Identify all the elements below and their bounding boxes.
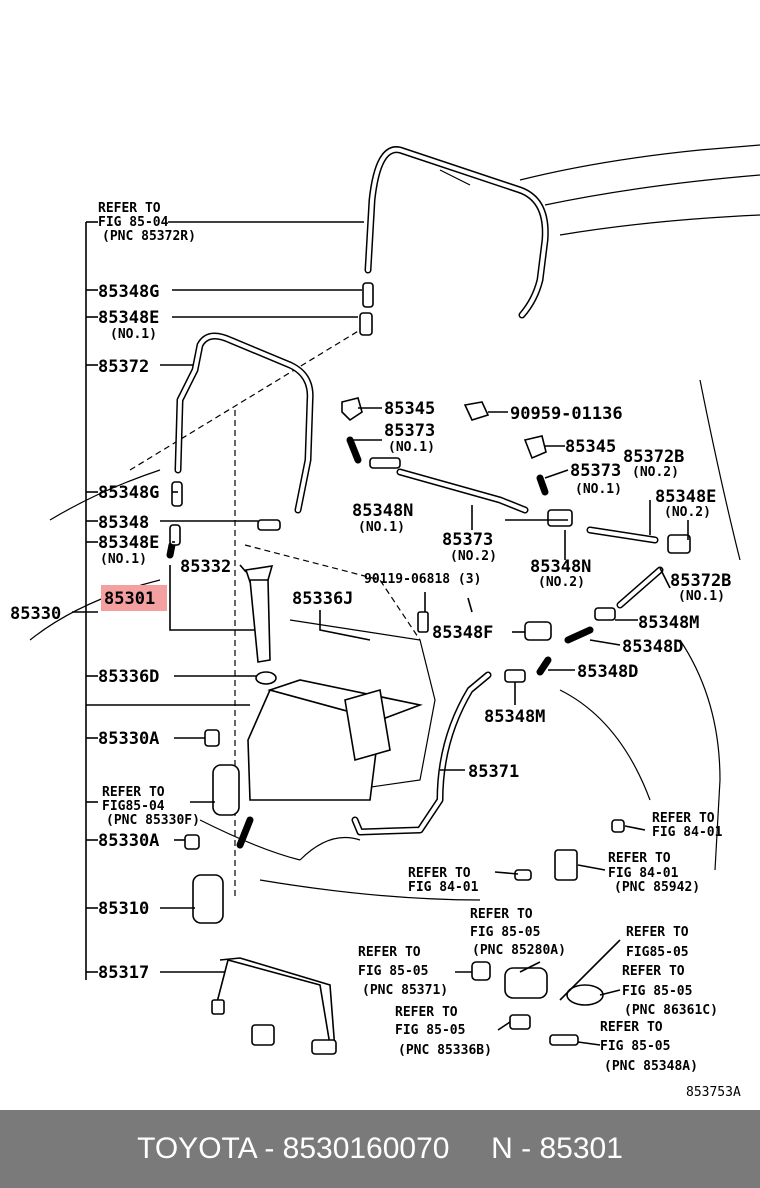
part-labels: REFER TO FIG 85-04 (PNC 85372R) 85348G 8… xyxy=(10,201,741,1100)
label-85373-a: 85373 xyxy=(384,421,435,441)
label-85348g-top: 85348G xyxy=(98,282,159,302)
label-85372b-top: 85372B xyxy=(623,447,684,467)
label-85330a-b: 85330A xyxy=(98,831,159,851)
refer9-line3: (PNC 86361C) xyxy=(624,1003,718,1018)
label-no2-a: (NO.2) xyxy=(632,465,679,480)
label-85348f: 85348F xyxy=(432,623,493,643)
leader-lines xyxy=(72,221,689,1046)
refer5-line2: FIG 84-01 xyxy=(608,866,679,881)
label-85348e-left: 85348E xyxy=(98,533,159,553)
label-no2-b: (NO.2) xyxy=(664,505,711,520)
footer-bar: TOYOTA - 8530160070 N - 85301 xyxy=(0,1110,760,1188)
refer2-line2: FIG85-04 xyxy=(102,799,165,814)
label-no2-d: (NO.2) xyxy=(538,575,585,590)
label-85348n-b: 85348N xyxy=(530,557,591,577)
refer7-line2: FIG85-05 xyxy=(626,945,689,960)
label-85310: 85310 xyxy=(98,899,149,919)
refer-fig8504-line2: FIG 85-04 xyxy=(98,215,169,230)
refer3-line2: FIG 84-01 xyxy=(652,825,723,840)
label-85348d-a: 85348D xyxy=(622,637,683,657)
label-85348d-b: 85348D xyxy=(577,662,638,682)
label-90119-06818: 90119-06818 (3) xyxy=(364,572,481,587)
label-85348m-a: 85348M xyxy=(638,613,699,633)
label-85330a-a: 85330A xyxy=(98,729,159,749)
refer10-line2: FIG 85-05 xyxy=(395,1023,465,1038)
label-no1-c: (NO.1) xyxy=(575,482,622,497)
label-85348: 85348 xyxy=(98,513,149,533)
label-no1-f: (NO.1) xyxy=(678,589,725,604)
refer9-line2: FIG 85-05 xyxy=(622,984,692,999)
refer-fig8504-line3: (PNC 85372R) xyxy=(102,229,196,244)
refer8-line1: REFER TO xyxy=(358,945,421,960)
connectors xyxy=(169,282,691,1055)
label-85372b-right: 85372B xyxy=(670,571,731,591)
refer6-line1: REFER TO xyxy=(470,907,533,922)
label-85301: 85301 xyxy=(104,589,155,609)
refer2-line3: (PNC 85330F) xyxy=(106,813,200,828)
label-85372: 85372 xyxy=(98,357,149,377)
refer9-line1: REFER TO xyxy=(622,964,685,979)
label-90959-01136: 90959-01136 xyxy=(510,404,623,424)
refer3-line1: REFER TO xyxy=(652,811,715,826)
label-no1-a: (NO.1) xyxy=(110,327,157,342)
label-85317: 85317 xyxy=(98,963,149,983)
label-85348e-top: 85348E xyxy=(98,308,159,328)
label-85336d: 85336D xyxy=(98,667,159,687)
highlight-85301 xyxy=(101,585,167,611)
refer-fig8504-line1: REFER TO xyxy=(98,201,161,216)
refer10-line3: (PNC 85336B) xyxy=(398,1043,492,1058)
label-85371: 85371 xyxy=(468,762,519,782)
label-85345-a: 85345 xyxy=(384,399,435,419)
refer11-line1: REFER TO xyxy=(600,1020,663,1035)
refer5-line3: (PNC 85942) xyxy=(614,880,700,895)
refer7-line1: REFER TO xyxy=(626,925,689,940)
refer8-line3: (PNC 85371) xyxy=(362,983,448,998)
label-no2-c: (NO.2) xyxy=(450,549,497,564)
label-85332: 85332 xyxy=(180,557,231,577)
refer4-line2: FIG 84-01 xyxy=(408,880,479,895)
label-85373-c: 85373 xyxy=(442,530,493,550)
label-85336j: 85336J xyxy=(292,589,353,609)
refer2-line1: REFER TO xyxy=(102,785,165,800)
refer11-line2: FIG 85-05 xyxy=(600,1039,670,1054)
label-85330: 85330 xyxy=(10,604,61,624)
refer10-line1: REFER TO xyxy=(395,1005,458,1020)
washer-hoses xyxy=(166,146,664,849)
label-85348n-a: 85348N xyxy=(352,501,413,521)
parts-diagram: REFER TO FIG 85-04 (PNC 85372R) 85348G 8… xyxy=(10,144,760,1100)
refer8-line2: FIG 85-05 xyxy=(358,964,428,979)
label-no1-b: (NO.1) xyxy=(388,440,435,455)
footer-part-number: TOYOTA - 8530160070 N - 85301 xyxy=(137,1132,623,1165)
refer5-line1: REFER TO xyxy=(608,851,671,866)
label-85348m-b: 85348M xyxy=(484,707,545,727)
diagram-code: 853753A xyxy=(686,1085,741,1100)
refer11-line3: (PNC 85348A) xyxy=(604,1059,698,1074)
label-no1-d: (NO.1) xyxy=(358,520,405,535)
vehicle-body-outline xyxy=(29,144,760,901)
label-85345-b: 85345 xyxy=(565,437,616,457)
label-85373-b: 85373 xyxy=(570,461,621,481)
refer4-line1: REFER TO xyxy=(408,866,471,881)
label-no1-e: (NO.1) xyxy=(100,552,147,567)
label-85348e-right: 85348E xyxy=(655,487,716,507)
label-85348g-mid: 85348G xyxy=(98,483,159,503)
refer6-line3: (PNC 85280A) xyxy=(472,943,566,958)
refer6-line2: FIG 85-05 xyxy=(470,925,540,940)
